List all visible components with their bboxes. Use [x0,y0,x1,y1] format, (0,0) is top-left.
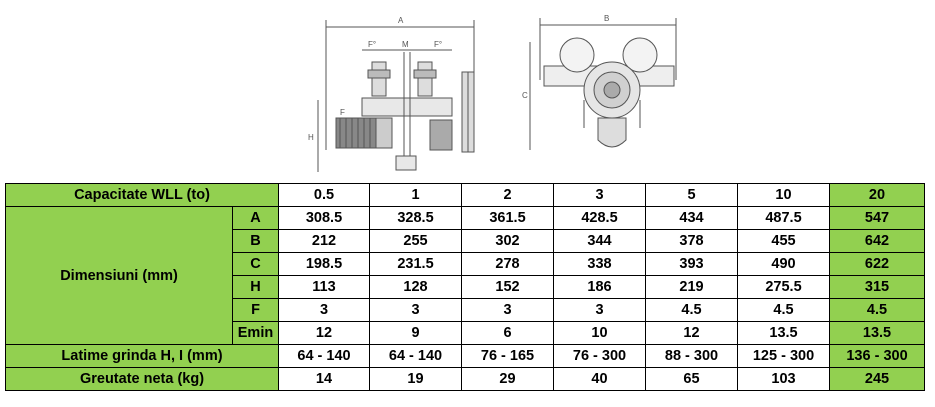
dim-f-left-label: F° [368,40,376,49]
dimension-cell: 3 [553,298,646,322]
dimension-cell: 487.5 [737,206,830,230]
dimension-cell: 361.5 [461,206,554,230]
capacity-cell: 1 [369,183,462,207]
dimension-cell: 113 [278,275,370,299]
dimension-key: F [232,298,279,322]
capacity-cell: 10 [737,183,830,207]
dim-b-label: B [604,14,609,23]
dimension-cell: 642 [829,229,925,253]
net-weight-cell: 245 [829,367,925,391]
dimension-cell: 198.5 [278,252,370,276]
dimension-cell: 231.5 [369,252,462,276]
dimension-row-c: C 198.5 231.5 278 338 393 490 622 [6,252,925,276]
dim-h-label: H [308,133,314,142]
dimension-key: A [232,206,279,230]
dimension-cell: 10 [553,321,646,345]
dimension-cell: 455 [737,229,830,253]
dimension-cell: 4.5 [645,298,738,322]
dimension-cell: 186 [553,275,646,299]
dimension-cell: 278 [461,252,554,276]
capacity-cell: 20 [829,183,925,207]
dimension-row-b: B 212 255 302 344 378 455 642 [6,229,925,253]
capacity-row: Capacitate WLL (to) 0.5 1 2 3 5 10 20 [5,183,925,207]
dimension-cell: 622 [829,252,925,276]
dimension-cell: 4.5 [737,298,830,322]
capacity-cell: 3 [553,183,646,207]
dimension-cell: 13.5 [829,321,925,345]
beam-width-cell: 136 - 300 [829,344,925,368]
dimension-row-a: Dimensiuni (mm) A 308.5 328.5 361.5 428.… [5,206,925,345]
dimension-cell: 212 [278,229,370,253]
specifications-table: Capacitate WLL (to) 0.5 1 2 3 5 10 20 Di… [5,183,925,391]
dim-a-label: A [398,16,404,25]
capacity-label: Capacitate WLL (to) [5,183,279,207]
dimension-cell: 3 [278,298,370,322]
dimension-cell: 434 [645,206,738,230]
beam-width-cell: 76 - 165 [461,344,554,368]
dimension-cell: 9 [369,321,462,345]
dimension-cell: 308.5 [278,206,370,230]
net-weight-cell: 29 [461,367,554,391]
dimension-cell: 275.5 [737,275,830,299]
dimension-cell: 302 [461,229,554,253]
technical-drawings: A F° M F° H F B [308,14,677,172]
beam-width-row: Latime grinda H, I (mm) 64 - 140 64 - 14… [5,344,925,368]
dim-f-right-label: F° [434,40,442,49]
dimension-cell: 12 [645,321,738,345]
dimension-key: H [232,275,279,299]
dimension-key: B [232,229,279,253]
net-weight-row: Greutate neta (kg) 14 19 29 40 65 103 24… [5,367,925,391]
beam-width-cell: 88 - 300 [645,344,738,368]
dim-f-side-label: F [340,108,345,117]
net-weight-label: Greutate neta (kg) [5,367,279,391]
net-weight-cell: 14 [278,367,370,391]
dimension-cell: 128 [369,275,462,299]
capacity-cell: 0.5 [278,183,370,207]
dimension-row-emin: Emin 12 9 6 10 12 13.5 13.5 [6,321,925,345]
dimension-cell: 338 [553,252,646,276]
net-weight-cell: 40 [553,367,646,391]
beam-width-cell: 64 - 140 [278,344,370,368]
dim-c-label: C [522,91,528,100]
dimension-key: C [232,252,279,276]
capacity-cell: 2 [461,183,554,207]
dimension-row-f: F 3 3 3 3 4.5 4.5 4.5 [6,298,925,322]
dimension-cell: 328.5 [369,206,462,230]
dimension-cell: 393 [645,252,738,276]
net-weight-cell: 19 [369,367,462,391]
beam-width-cell: 125 - 300 [737,344,830,368]
beam-width-cell: 76 - 300 [553,344,646,368]
dimension-cell: 13.5 [737,321,830,345]
dimension-cell: 3 [461,298,554,322]
net-weight-cell: 103 [737,367,830,391]
dimension-cell: 428.5 [553,206,646,230]
dimension-cell: 547 [829,206,925,230]
dimension-key: Emin [232,321,279,345]
dimension-cell: 378 [645,229,738,253]
beam-width-cell: 64 - 140 [369,344,462,368]
dimensions-label: Dimensiuni (mm) [5,206,233,345]
dimension-cell: 12 [278,321,370,345]
dimension-row-h: H 113 128 152 186 219 275.5 315 [6,275,925,299]
dim-m-label: M [402,40,409,49]
beam-width-label: Latime grinda H, I (mm) [5,344,279,368]
dimension-cell: 4.5 [829,298,925,322]
side-view-drawing: A F° M F° H F [308,16,475,172]
dimension-cell: 255 [369,229,462,253]
net-weight-cell: 65 [645,367,738,391]
dimension-cell: 315 [829,275,925,299]
dimension-cell: 219 [645,275,738,299]
dimension-cell: 344 [553,229,646,253]
dimension-cell: 490 [737,252,830,276]
capacity-cell: 5 [645,183,738,207]
dimension-cell: 3 [369,298,462,322]
front-view-drawing: B C [522,14,677,150]
dimension-cell: 6 [461,321,554,345]
dimension-cell: 152 [461,275,554,299]
